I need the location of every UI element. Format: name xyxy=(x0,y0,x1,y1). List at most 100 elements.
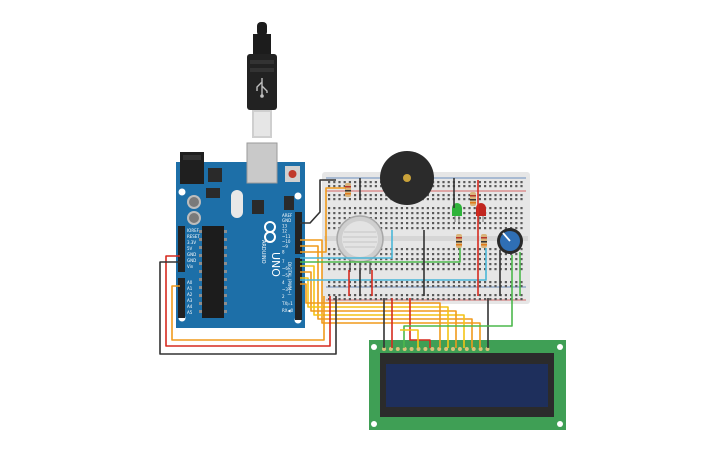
breadboard-hole[interactable] xyxy=(395,281,398,284)
breadboard-hole[interactable] xyxy=(473,185,476,188)
breadboard-hole[interactable] xyxy=(374,268,377,271)
breadboard-hole[interactable] xyxy=(484,185,487,188)
breadboard-hole[interactable] xyxy=(364,298,367,301)
breadboard-hole[interactable] xyxy=(385,294,388,297)
breadboard-hole[interactable] xyxy=(447,217,450,220)
breadboard-hole[interactable] xyxy=(416,258,419,261)
breadboard-hole[interactable] xyxy=(442,207,445,210)
breadboard-hole[interactable] xyxy=(400,258,403,261)
breadboard-hole[interactable] xyxy=(426,294,429,297)
lcd-pin[interactable] xyxy=(444,347,449,351)
breadboard-hole[interactable] xyxy=(437,294,440,297)
breadboard-hole[interactable] xyxy=(468,285,471,288)
breadboard-hole[interactable] xyxy=(364,281,367,284)
breadboard-hole[interactable] xyxy=(369,281,372,284)
breadboard-hole[interactable] xyxy=(510,181,513,184)
breadboard-hole[interactable] xyxy=(478,253,481,256)
breadboard-hole[interactable] xyxy=(484,253,487,256)
breadboard-hole[interactable] xyxy=(390,207,393,210)
breadboard-hole[interactable] xyxy=(333,253,336,256)
breadboard-hole[interactable] xyxy=(343,198,346,201)
breadboard-hole[interactable] xyxy=(478,285,481,288)
breadboard-hole[interactable] xyxy=(478,222,481,225)
breadboard-hole[interactable] xyxy=(489,258,492,261)
breadboard-hole[interactable] xyxy=(468,281,471,284)
breadboard-hole[interactable] xyxy=(426,258,429,261)
breadboard-hole[interactable] xyxy=(354,298,357,301)
breadboard-hole[interactable] xyxy=(442,222,445,225)
breadboard-hole[interactable] xyxy=(468,181,471,184)
breadboard-hole[interactable] xyxy=(333,185,336,188)
breadboard-hole[interactable] xyxy=(515,285,518,288)
lcd-pin[interactable] xyxy=(451,347,455,351)
breadboard-hole[interactable] xyxy=(416,222,419,225)
breadboard-hole[interactable] xyxy=(494,217,497,220)
resistor-2[interactable] xyxy=(470,192,476,206)
breadboard-hole[interactable] xyxy=(463,181,466,184)
breadboard-hole[interactable] xyxy=(442,298,445,301)
breadboard-hole[interactable] xyxy=(343,294,346,297)
breadboard-hole[interactable] xyxy=(494,181,497,184)
breadboard-hole[interactable] xyxy=(421,222,424,225)
breadboard-hole[interactable] xyxy=(400,248,403,251)
breadboard-hole[interactable] xyxy=(494,263,497,266)
breadboard-hole[interactable] xyxy=(463,198,466,201)
breadboard-hole[interactable] xyxy=(510,217,513,220)
breadboard-hole[interactable] xyxy=(374,185,377,188)
breadboard-hole[interactable] xyxy=(499,298,502,301)
breadboard-hole[interactable] xyxy=(364,212,367,215)
breadboard-hole[interactable] xyxy=(338,253,341,256)
breadboard-hole[interactable] xyxy=(411,298,414,301)
breadboard-hole[interactable] xyxy=(421,285,424,288)
breadboard-hole[interactable] xyxy=(411,281,414,284)
breadboard-hole[interactable] xyxy=(499,207,502,210)
breadboard-hole[interactable] xyxy=(426,253,429,256)
breadboard-hole[interactable] xyxy=(343,212,346,215)
breadboard-hole[interactable] xyxy=(452,227,455,230)
breadboard-hole[interactable] xyxy=(510,212,513,215)
breadboard-hole[interactable] xyxy=(484,281,487,284)
breadboard-hole[interactable] xyxy=(478,298,481,301)
breadboard-hole[interactable] xyxy=(478,281,481,284)
breadboard-hole[interactable] xyxy=(343,185,346,188)
breadboard-hole[interactable] xyxy=(406,212,409,215)
breadboard-hole[interactable] xyxy=(374,298,377,301)
breadboard-hole[interactable] xyxy=(338,198,341,201)
breadboard-hole[interactable] xyxy=(489,298,492,301)
breadboard-hole[interactable] xyxy=(380,212,383,215)
breadboard-hole[interactable] xyxy=(426,198,429,201)
breadboard-hole[interactable] xyxy=(494,281,497,284)
breadboard-hole[interactable] xyxy=(426,268,429,271)
breadboard-hole[interactable] xyxy=(510,253,513,256)
breadboard-hole[interactable] xyxy=(463,285,466,288)
breadboard-hole[interactable] xyxy=(515,268,518,271)
breadboard-hole[interactable] xyxy=(395,268,398,271)
breadboard-hole[interactable] xyxy=(364,194,367,197)
breadboard-hole[interactable] xyxy=(473,212,476,215)
breadboard-hole[interactable] xyxy=(374,285,377,288)
breadboard-hole[interactable] xyxy=(468,222,471,225)
breadboard-hole[interactable] xyxy=(447,253,450,256)
breadboard-hole[interactable] xyxy=(442,285,445,288)
resistor-4[interactable] xyxy=(481,234,487,248)
breadboard-hole[interactable] xyxy=(504,181,507,184)
breadboard-hole[interactable] xyxy=(447,227,450,230)
breadboard-hole[interactable] xyxy=(348,181,351,184)
breadboard-hole[interactable] xyxy=(442,227,445,230)
breadboard-hole[interactable] xyxy=(489,253,492,256)
breadboard-hole[interactable] xyxy=(494,298,497,301)
breadboard-hole[interactable] xyxy=(510,285,513,288)
breadboard-hole[interactable] xyxy=(447,258,450,261)
breadboard-hole[interactable] xyxy=(510,222,513,225)
breadboard-hole[interactable] xyxy=(473,258,476,261)
breadboard-hole[interactable] xyxy=(374,263,377,266)
breadboard-hole[interactable] xyxy=(338,212,341,215)
breadboard-hole[interactable] xyxy=(406,281,409,284)
breadboard-hole[interactable] xyxy=(390,281,393,284)
breadboard-hole[interactable] xyxy=(406,285,409,288)
breadboard-hole[interactable] xyxy=(447,212,450,215)
breadboard-hole[interactable] xyxy=(400,212,403,215)
breadboard-hole[interactable] xyxy=(489,227,492,230)
breadboard-hole[interactable] xyxy=(380,285,383,288)
breadboard-hole[interactable] xyxy=(504,194,507,197)
